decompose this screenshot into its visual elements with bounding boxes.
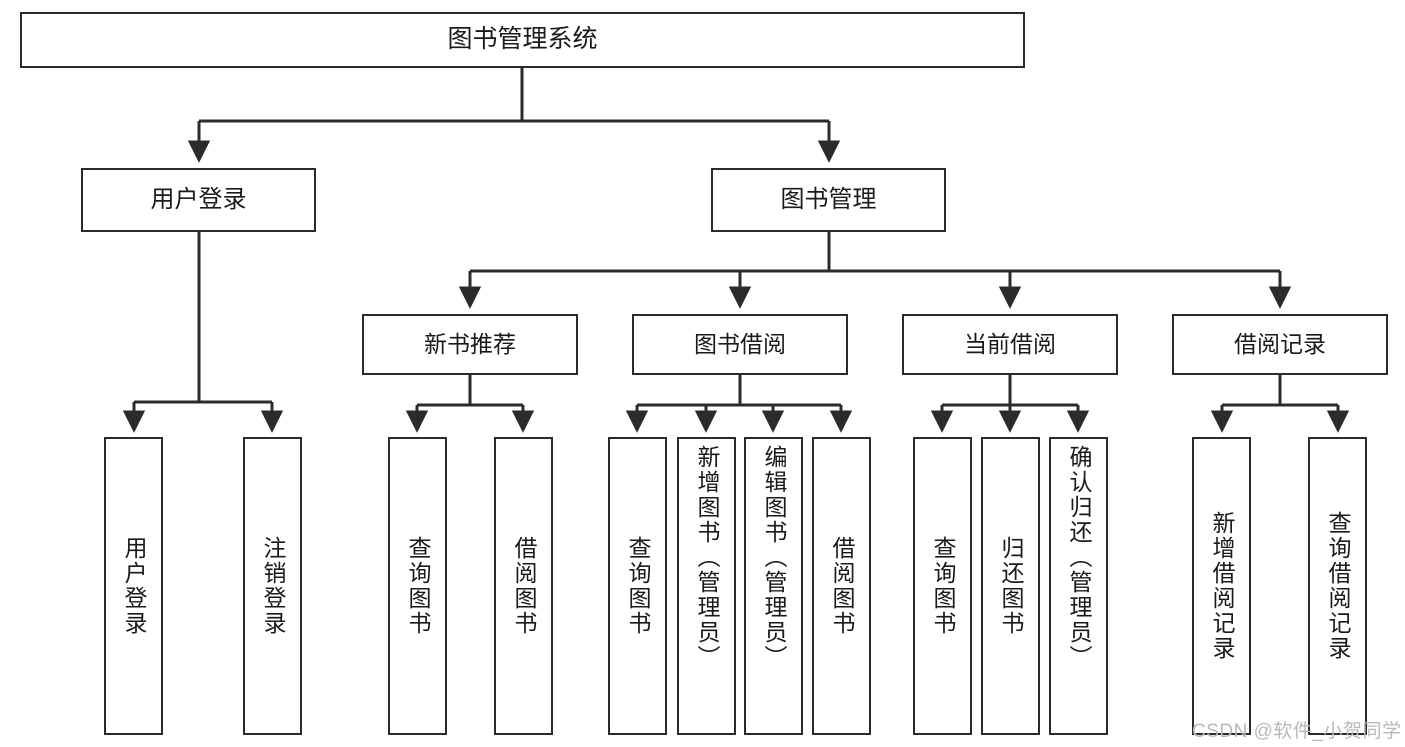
leaf-add-book-admin[interactable]: 新增图书（管理员） — [677, 437, 736, 735]
node-user-login[interactable]: 用户登录 — [81, 168, 316, 232]
node-book-borrow[interactable]: 图书借阅 — [632, 314, 848, 375]
node-user-login-label: 用户登录 — [150, 185, 247, 213]
leaf-confirm-return-admin[interactable]: 确认归还（管理员） — [1049, 437, 1108, 735]
leaf-borrow-book-borrow-label: 借阅图书 — [829, 536, 855, 636]
leaf-logout-login[interactable]: 注销登录 — [243, 437, 302, 735]
node-new-book-recommend[interactable]: 新书推荐 — [362, 314, 578, 375]
node-borrow-record-label: 借阅记录 — [1234, 330, 1326, 357]
leaf-query-borrow-record-label: 查询借阅记录 — [1325, 511, 1351, 661]
leaf-query-borrow-record[interactable]: 查询借阅记录 — [1308, 437, 1367, 735]
leaf-logout-login-label: 注销登录 — [260, 536, 286, 636]
leaf-add-borrow-record-label: 新增借阅记录 — [1209, 511, 1235, 661]
node-new-book-recommend-label: 新书推荐 — [424, 330, 516, 357]
leaf-query-book-recommend-label: 查询图书 — [405, 536, 431, 636]
csdn-watermark: CSDN @软件_小贺同学 — [1192, 721, 1402, 742]
leaf-confirm-return-admin-label: 确认归还（管理员） — [1066, 445, 1092, 670]
leaf-query-book-current[interactable]: 查询图书 — [913, 437, 972, 735]
node-root-system[interactable]: 图书管理系统 — [20, 12, 1025, 68]
node-root-label: 图书管理系统 — [447, 25, 598, 54]
node-current-borrow-label: 当前借阅 — [964, 330, 1056, 357]
leaf-return-book[interactable]: 归还图书 — [981, 437, 1040, 735]
leaf-borrow-book-borrow[interactable]: 借阅图书 — [812, 437, 871, 735]
leaf-user-login[interactable]: 用户登录 — [104, 437, 163, 735]
node-book-manage[interactable]: 图书管理 — [711, 168, 946, 232]
leaf-edit-book-admin-label: 编辑图书（管理员） — [761, 445, 787, 670]
leaf-borrow-book-recommend-label: 借阅图书 — [511, 536, 537, 636]
leaf-add-borrow-record[interactable]: 新增借阅记录 — [1192, 437, 1251, 735]
leaf-user-login-label: 用户登录 — [121, 536, 147, 636]
leaf-add-book-admin-label: 新增图书（管理员） — [694, 445, 720, 670]
node-book-borrow-label: 图书借阅 — [694, 330, 786, 357]
node-book-manage-label: 图书管理 — [780, 185, 877, 213]
node-current-borrow[interactable]: 当前借阅 — [902, 314, 1118, 375]
leaf-query-book-borrow-label: 查询图书 — [625, 536, 651, 636]
node-borrow-record[interactable]: 借阅记录 — [1172, 314, 1388, 375]
leaf-borrow-book-recommend[interactable]: 借阅图书 — [494, 437, 553, 735]
leaf-query-book-borrow[interactable]: 查询图书 — [608, 437, 667, 735]
leaf-query-book-current-label: 查询图书 — [930, 536, 956, 636]
leaf-query-book-recommend[interactable]: 查询图书 — [388, 437, 447, 735]
leaf-return-book-label: 归还图书 — [998, 536, 1024, 636]
leaf-edit-book-admin[interactable]: 编辑图书（管理员） — [744, 437, 803, 735]
